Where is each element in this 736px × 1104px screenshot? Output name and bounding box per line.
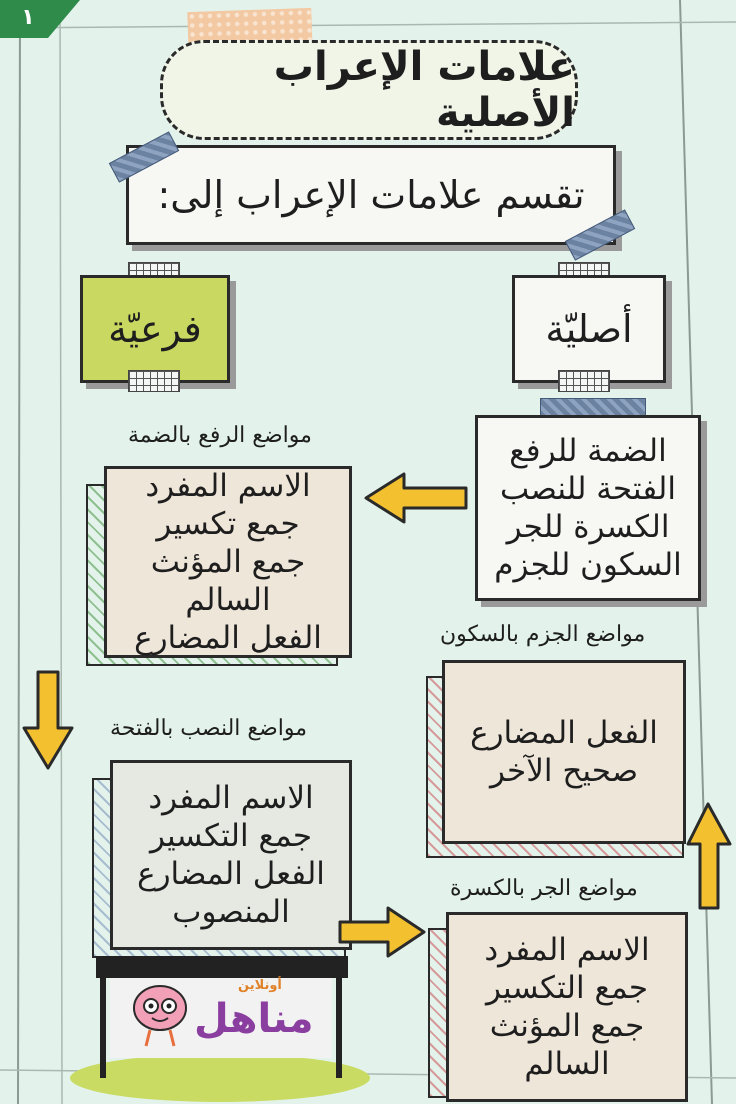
jazm-item: صحيح الآخر [489, 753, 639, 789]
brand-logo: مناهل [194, 996, 314, 1042]
raf-item: الفعل المضارع [134, 620, 322, 656]
nasb-section-title: مواضع النصب بالفتحة [110, 716, 308, 741]
jarr-section-title: مواضع الجر بالكسرة [450, 876, 638, 901]
nasb-item: الفعل المضارع [137, 856, 325, 892]
jarr-note: الاسم المفرد جمع التكسير جمع المؤنث السا… [446, 912, 688, 1102]
intro-text: تقسم علامات الإعراب إلى: [157, 173, 585, 217]
brand-tagline: أونلاين [238, 978, 282, 993]
raf-section-title: مواضع الرفع بالضمة [128, 423, 312, 448]
category-secondary-label: فرعيّة [108, 307, 202, 351]
jarr-item: السالم [524, 1046, 610, 1082]
nasb-item: الاسم المفرد [148, 780, 314, 816]
arrow-left-icon [364, 472, 468, 524]
jazm-note: الفعل المضارع صحيح الآخر [442, 660, 686, 844]
category-original-label: أصليّة [545, 307, 633, 351]
brain-mascot-icon [133, 985, 187, 1047]
intro-card: تقسم علامات الإعراب إلى: [126, 145, 616, 245]
page-title: علامات الإعراب الأصلية [160, 40, 578, 140]
nasb-item: المنصوب [172, 894, 290, 930]
raf-item: الاسم المفرد [145, 468, 311, 504]
sign-sukun: السكون للجزم [494, 547, 682, 583]
brand-name: مناهل [194, 996, 314, 1042]
page-number: ١ [21, 5, 35, 30]
jarr-item: جمع المؤنث [489, 1008, 645, 1044]
raf-note: الاسم المفرد جمع تكسير جمع المؤنث السالم… [104, 466, 352, 658]
raf-item: جمع المؤنث [150, 544, 306, 580]
raf-item: السالم [185, 582, 271, 618]
arrow-down-icon [22, 670, 74, 770]
nasb-item: جمع التكسير [149, 818, 313, 854]
sign-fatha: الفتحة للنصب [500, 471, 676, 507]
category-original: أصليّة [512, 275, 666, 383]
raf-item: جمع تكسير [156, 506, 300, 542]
arrow-right-icon [338, 906, 426, 958]
jarr-item: الاسم المفرد [484, 932, 650, 968]
sign-damma: الضمة للرفع [509, 433, 667, 469]
category-secondary: فرعيّة [80, 275, 230, 383]
arrow-up-icon [686, 802, 732, 910]
sign-kasra: الكسرة للجر [506, 509, 670, 545]
jazm-section-title: مواضع الجزم بالسكون [440, 622, 646, 647]
nasb-note: الاسم المفرد جمع التكسير الفعل المضارع ا… [110, 760, 352, 950]
original-signs-card: الضمة للرفع الفتحة للنصب الكسرة للجر الس… [475, 415, 701, 601]
grid-tape [128, 370, 180, 392]
grid-tape [558, 370, 610, 392]
page-title-text: علامات الإعراب الأصلية [273, 44, 575, 136]
jazm-item: الفعل المضارع [470, 715, 658, 751]
jarr-item: جمع التكسير [485, 970, 649, 1006]
